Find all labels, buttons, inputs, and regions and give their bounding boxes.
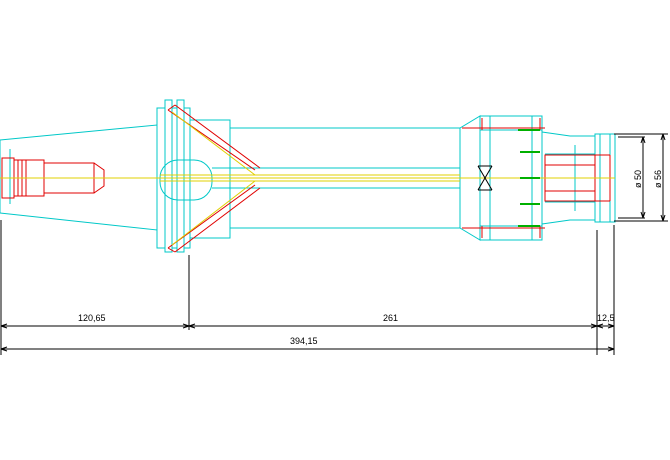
- dimension-label-diameter-1: ø 50: [633, 170, 643, 188]
- dimension-labels: 120,65 261 12,5 394,15 ø 50 ø 56: [78, 170, 663, 346]
- dimension-label-length-2: 261: [383, 313, 398, 323]
- coolant-valve-marker: [477, 165, 493, 191]
- tool-holder-body-outline: [0, 99, 616, 253]
- dimension-lines: [0, 133, 668, 355]
- dimension-label-length-3: 12,5: [597, 313, 615, 323]
- dimension-label-diameter-2: ø 56: [653, 170, 663, 188]
- centerline: [0, 111, 615, 246]
- dimension-label-total-length: 394,15: [290, 336, 318, 346]
- dimension-label-length-1: 120,65: [78, 313, 106, 323]
- collet-slots: [518, 129, 540, 227]
